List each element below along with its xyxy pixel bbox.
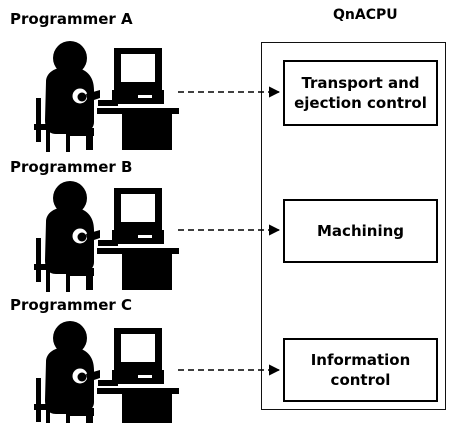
function-1-line-2: ejection control [294, 94, 427, 112]
information-control-box: Information control [283, 338, 438, 402]
function-2-line-1: Machining [317, 221, 404, 240]
programmer-c-label: Programmer C [10, 296, 133, 314]
programmer-a-label: Programmer A [10, 10, 133, 28]
cpu-label: QnACPU [333, 7, 398, 23]
programmer-b-workstation-icon [34, 181, 179, 292]
programmer-b-label: Programmer B [10, 158, 133, 176]
function-3-line-2: control [330, 371, 391, 389]
programmer-a-workstation-icon [34, 41, 179, 152]
cpu-frame [261, 42, 446, 410]
programmer-c-workstation-icon [34, 321, 179, 423]
function-3-line-1: Information [310, 350, 411, 369]
function-1-line-1: Transport and [301, 73, 420, 92]
transport-ejection-control-box: Transport and ejection control [283, 60, 438, 126]
machining-box: Machining [283, 199, 438, 263]
